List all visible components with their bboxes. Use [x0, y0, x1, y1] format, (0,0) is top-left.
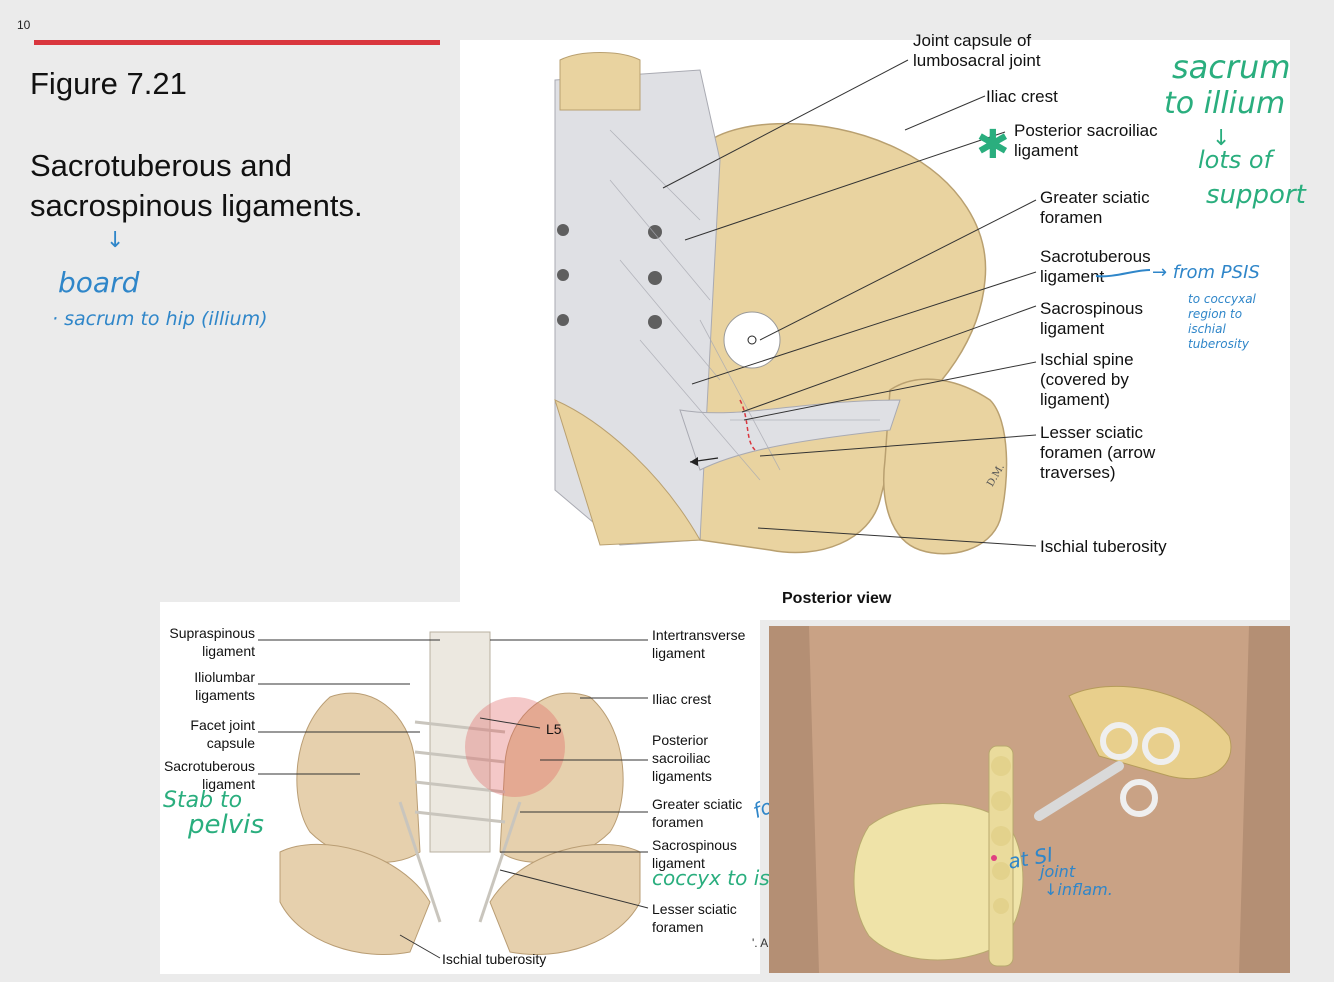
note-coccyx-region: to coccyxal region to ischial tuberosity: [1188, 292, 1256, 351]
label-ischial-spine: Ischial spine (covered by ligament): [1040, 350, 1134, 409]
note-pelvis: pelvis: [188, 810, 264, 840]
note-arrow-down: ↓: [106, 228, 125, 253]
label-sacrotuberous-bottom: Sacrotuberous ligament: [163, 758, 255, 792]
label-sacrospinous-bottom: Sacrospinous ligament: [652, 837, 737, 871]
note-inflam: ↓inflam.: [1044, 880, 1113, 899]
label-greater-sciatic-bottom: Greater sciatic foramen: [652, 796, 743, 830]
accent-bar: [34, 40, 440, 45]
label-iliolumbar: Iliolumbar ligaments: [194, 669, 255, 703]
label-supraspinous: Supraspinous ligament: [169, 625, 255, 659]
injection-photo-drawing: [769, 626, 1290, 973]
note-sacrum: sacrum: [1172, 48, 1291, 86]
note-to-illium: to illium: [1164, 86, 1286, 121]
label-lesser-sciatic-bottom: Lesser sciatic foramen: [652, 901, 737, 935]
label-greater-sciatic: Greater sciatic foramen: [1040, 188, 1150, 227]
injection-photo: [769, 626, 1290, 973]
label-lesser-sciatic: Lesser sciatic foramen (arrow traverses): [1040, 423, 1156, 482]
note-underline: [1095, 269, 1151, 278]
note-sacrum-hip: · sacrum to hip (illium): [52, 308, 268, 330]
figure-bottom-drawing: [279, 631, 641, 956]
label-facet-joint: Facet joint capsule: [190, 717, 255, 751]
figure-subtitle: Sacrotuberous and sacrospinous ligaments…: [30, 148, 363, 223]
note-arrow-down-right: ↓: [1212, 126, 1231, 151]
label-sacrospinous: Sacrospinous ligament: [1040, 299, 1144, 338]
label-l5: L5: [546, 721, 562, 737]
label-iliac-crest: Iliac crest: [986, 87, 1058, 106]
note-from-psis: → from PSIS: [1152, 262, 1260, 283]
label-ischial-tuberosity: Ischial tuberosity: [1040, 537, 1167, 556]
note-support: support: [1206, 180, 1306, 210]
note-lots-of: lots of: [1198, 146, 1273, 174]
pelvis-illustration: [554, 52, 1008, 555]
leader-lines-top: [662, 59, 1037, 547]
label-posterior-sacroiliac: Posterior sacroiliac ligament: [1014, 121, 1158, 160]
slide-number: 10: [17, 18, 31, 32]
caption-posterior-view: Posterior view: [782, 590, 892, 607]
source-fragment: '. A: [752, 936, 769, 950]
label-ischial-tuberosity-bottom: Ischial tuberosity: [442, 951, 547, 967]
label-sacrotuberous: Sacrotuberous ligament: [1040, 247, 1151, 286]
label-posterior-sacroiliac-bottom: Posterior sacroiliac ligaments: [652, 732, 712, 784]
label-intertransverse: Intertransverse ligament: [652, 627, 746, 661]
note-stab-to: Stab to: [163, 788, 243, 813]
note-board: board: [58, 266, 140, 299]
figure-title: Figure 7.21: [30, 66, 187, 101]
star-icon: ✱: [976, 122, 1010, 168]
label-iliac-crest-bottom: Iliac crest: [652, 691, 712, 707]
note-joint: joint: [1040, 862, 1076, 881]
label-joint-capsule: Joint capsule of lumbosacral joint: [913, 31, 1041, 70]
